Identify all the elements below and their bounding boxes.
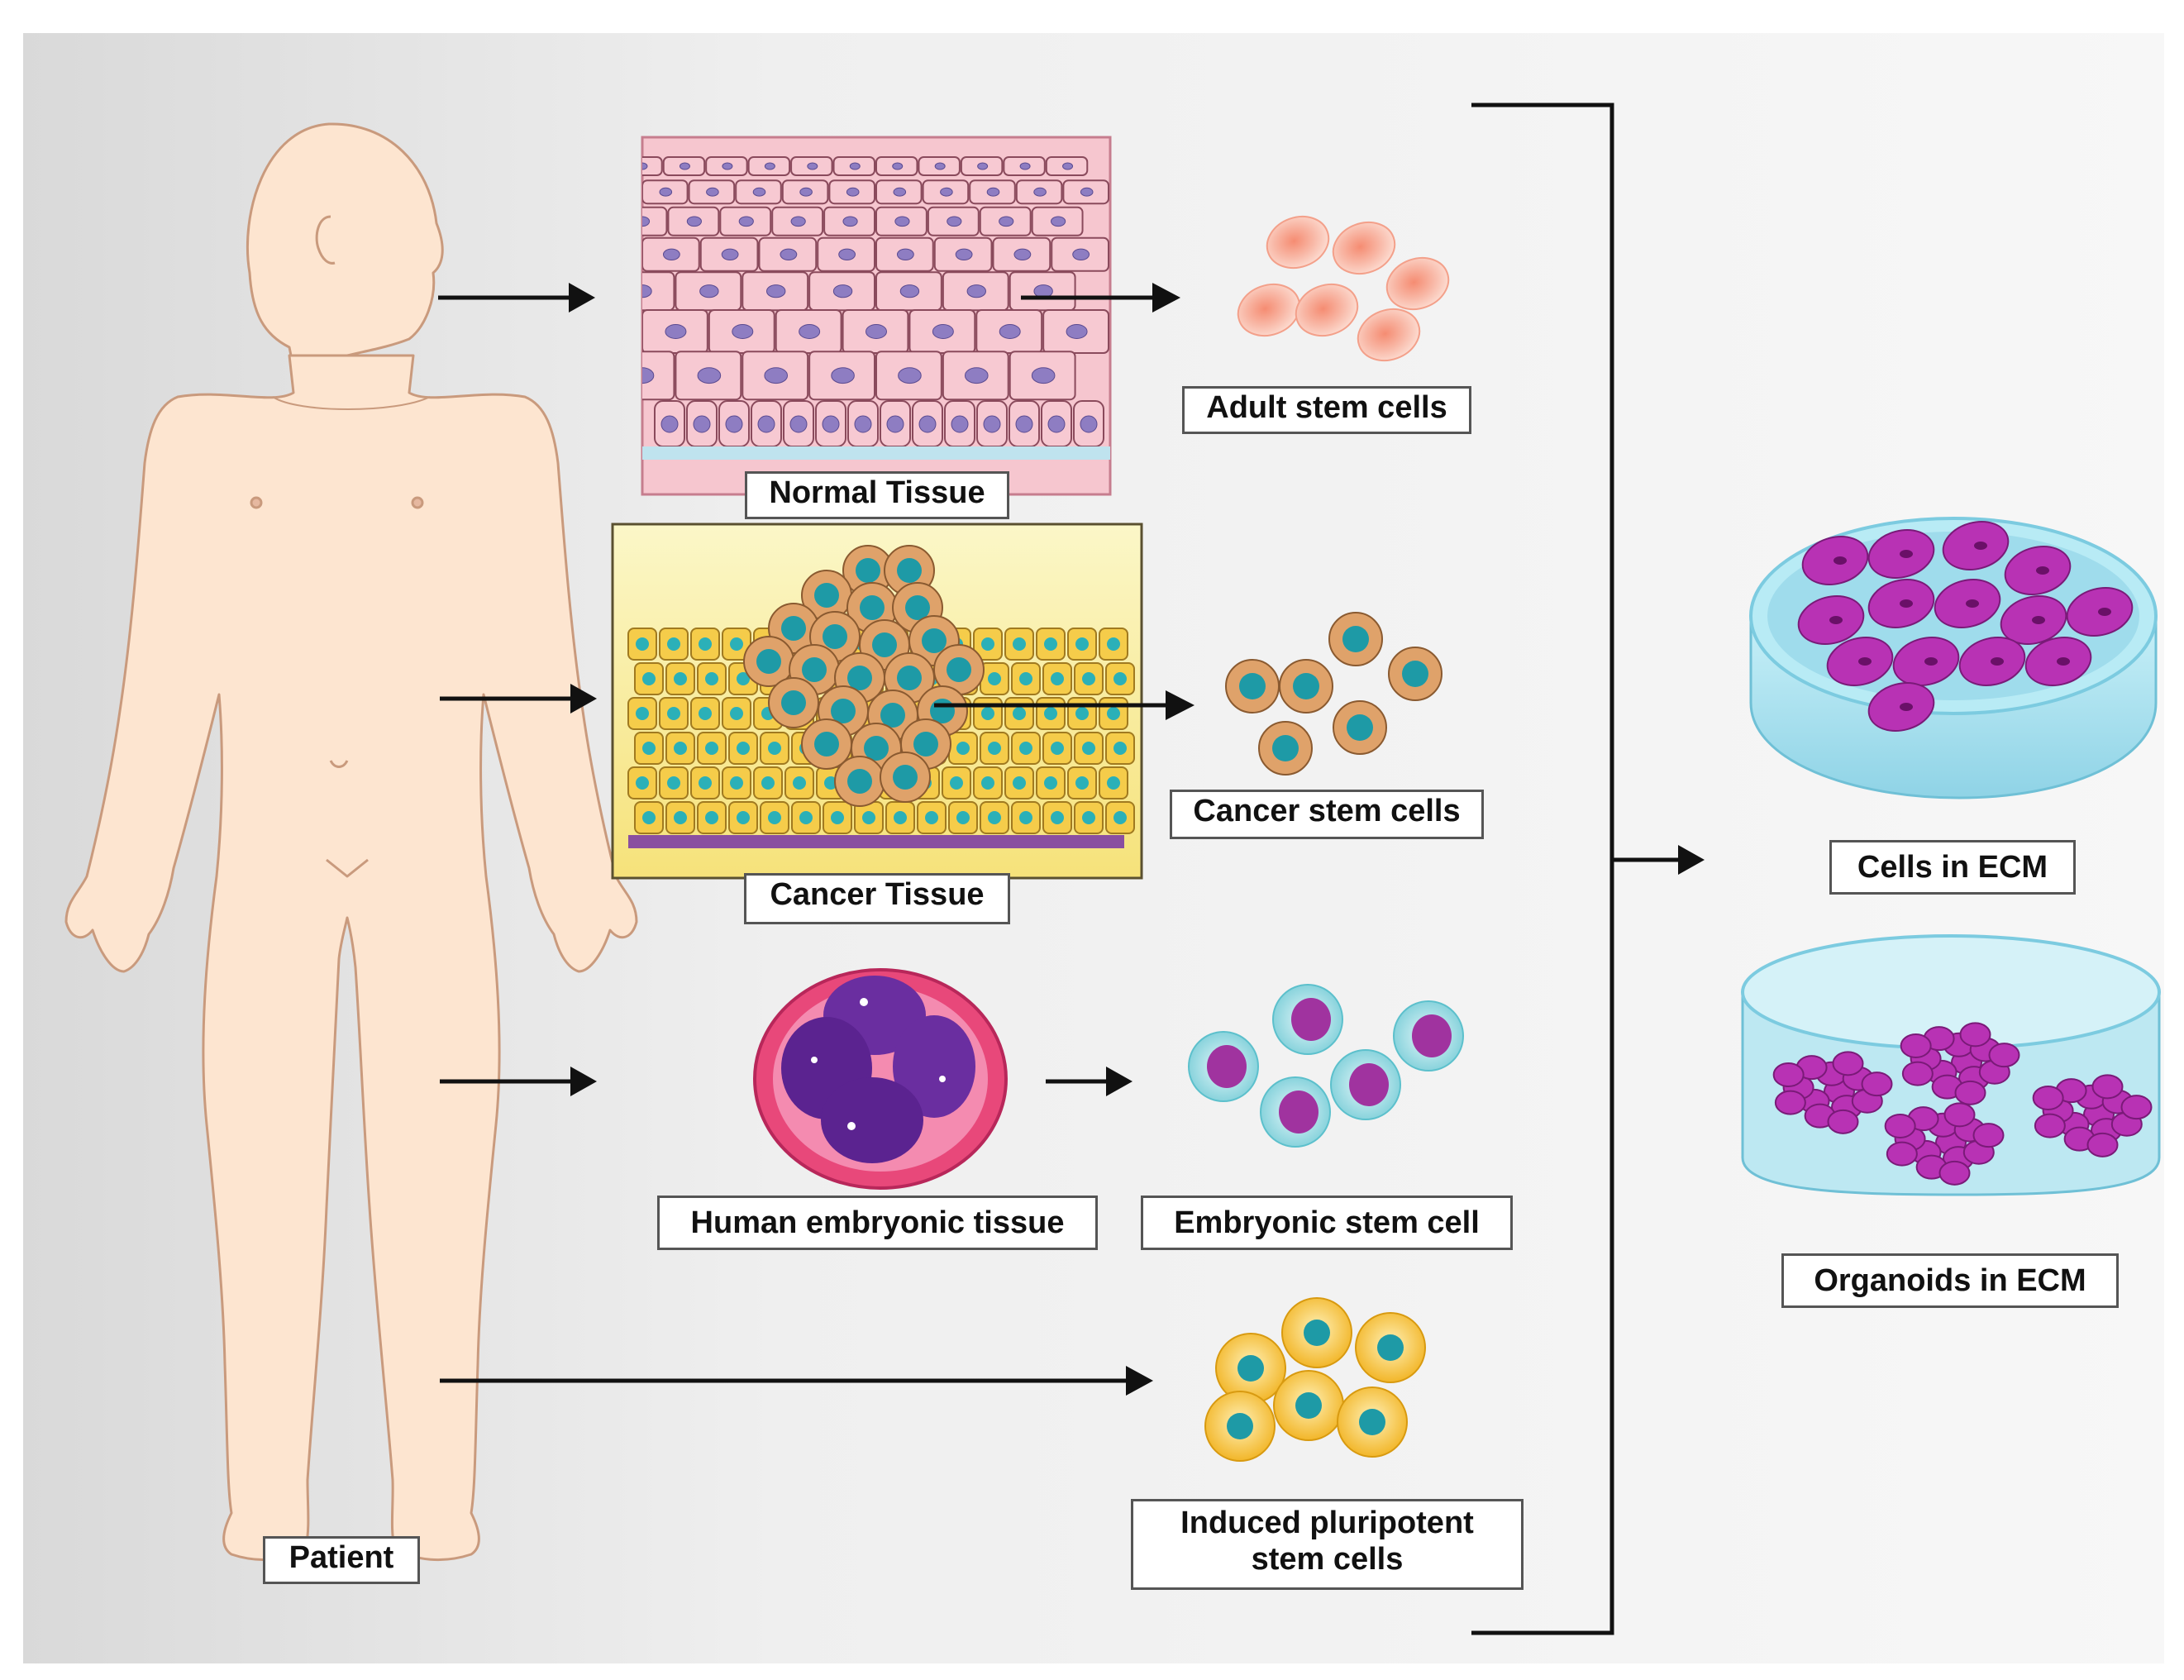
cancer-tissue-label: Cancer Tissue: [744, 873, 1010, 924]
organoid-dish-icon: [1741, 934, 2161, 1196]
induced-pluripotent-label: Induced pluripotent stem cells: [1131, 1499, 1524, 1590]
cancer-tissue-icon: [611, 523, 1143, 880]
adult-stem-cells-icon: [1237, 215, 1450, 362]
patient-label: Patient: [263, 1536, 420, 1584]
embryo-icon: [753, 968, 1008, 1190]
ipsc-icon: [1204, 1297, 1426, 1462]
embryonic-stem-cell-label: Embryonic stem cell: [1141, 1196, 1513, 1250]
petri-dish-icon: [1749, 517, 2158, 799]
cancer-stem-cells-label: Cancer stem cells: [1170, 790, 1484, 839]
human-embryonic-tissue-label: Human embryonic tissue: [657, 1196, 1098, 1250]
induced-pluripotent-line1: Induced pluripotent: [1180, 1506, 1474, 1540]
induced-pluripotent-line2: stem cells: [1251, 1542, 1404, 1577]
adult-stem-cells-label: Adult stem cells: [1182, 386, 1471, 434]
embryonic-stem-cells-icon: [1188, 984, 1464, 1148]
organoids-in-ecm-label: Organoids in ECM: [1781, 1253, 2119, 1308]
human-body-icon: [64, 122, 638, 1562]
cells-in-ecm-label: Cells in ECM: [1829, 840, 2076, 895]
normal-tissue-icon: [641, 136, 1112, 496]
normal-tissue-label: Normal Tissue: [745, 471, 1009, 519]
arrows: [438, 103, 1705, 1635]
cancer-stem-cells-icon: [1225, 612, 1442, 776]
